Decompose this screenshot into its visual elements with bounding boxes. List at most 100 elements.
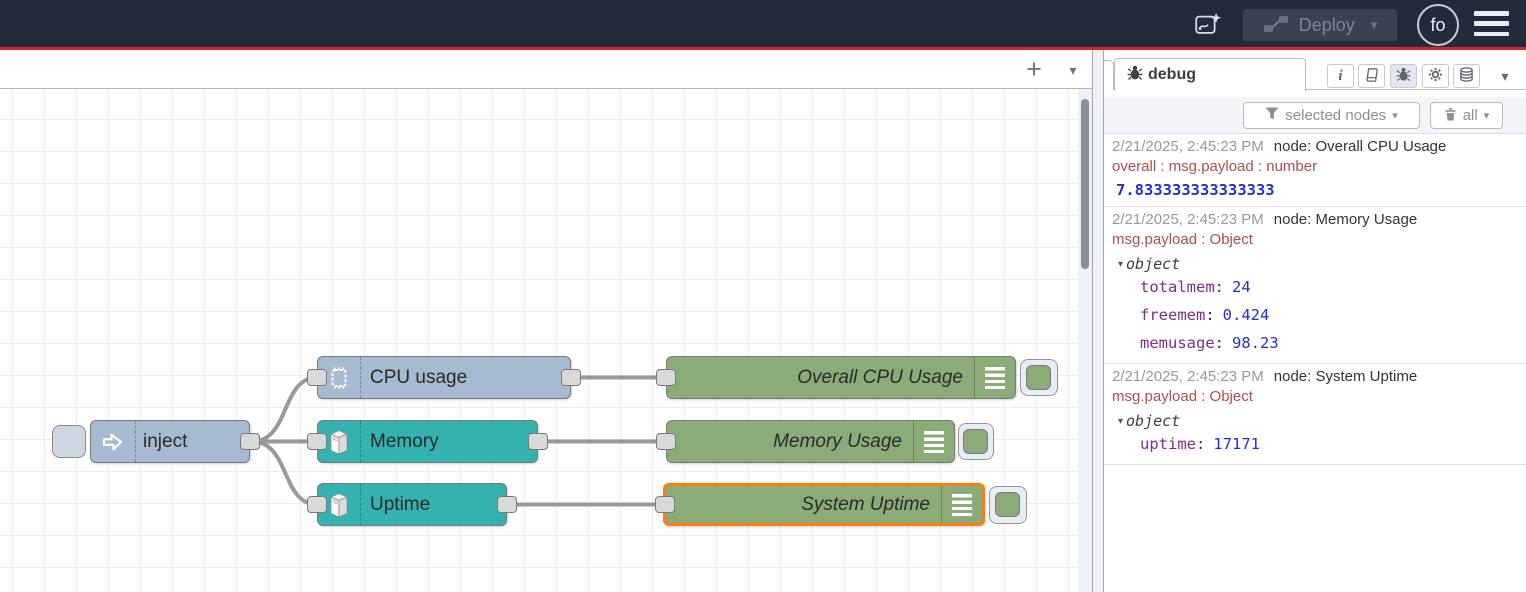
book-icon [1364, 67, 1379, 86]
property-key: memusage [1140, 334, 1215, 352]
node-cpu-usage[interactable]: CPU usage [307, 356, 581, 399]
node-debug-memory-usage[interactable]: Memory Usage [656, 420, 955, 463]
funnel-icon [1265, 107, 1279, 125]
wires-layer [251, 375, 666, 507]
port-out[interactable] [240, 433, 260, 450]
caret-down-icon: ▾ [1118, 259, 1124, 270]
property-colon: : [1196, 435, 1206, 453]
port-out[interactable] [528, 433, 548, 450]
debug-timestamp: 2/21/2025, 2:45:23 PM [1112, 211, 1264, 228]
debug-filter-button[interactable]: selected nodes ▾ [1243, 102, 1420, 129]
deploy-icon [1263, 15, 1289, 36]
debug-output-icon [913, 421, 954, 462]
object-property: freemem:0.424 [1140, 301, 1518, 329]
debug-payload-path: msg.payload : Object [1112, 231, 1253, 248]
port-in[interactable] [307, 369, 327, 386]
flow-assistant-icon[interactable] [1188, 6, 1228, 42]
debug-timestamp: 2/21/2025, 2:45:23 PM [1112, 138, 1264, 155]
port-in[interactable] [656, 433, 676, 450]
node-debug-overall-cpu-usage[interactable]: Overall CPU Usage [656, 356, 1016, 399]
debug-clear-button[interactable]: all ▾ [1430, 102, 1503, 129]
trash-icon [1444, 107, 1457, 125]
sidebar-tab-bar: debug [1104, 58, 1526, 91]
wire[interactable] [251, 375, 318, 444]
main-menu-icon[interactable] [1474, 11, 1509, 36]
server-icon [318, 484, 361, 525]
port-out[interactable] [561, 369, 581, 386]
debug-message[interactable]: 2/21/2025, 2:45:23 PM node: Overall CPU U… [1104, 134, 1526, 207]
property-value: 17171 [1213, 435, 1261, 453]
property-value: 98.23 [1232, 334, 1279, 352]
avatar-initials: fo [1430, 14, 1446, 35]
sidebar-tab-fragment[interactable] [1104, 60, 1114, 90]
node-label: Memory Usage [773, 430, 902, 452]
info-tab-button[interactable]: i [1327, 64, 1354, 88]
caret-down-icon: ▾ [1118, 416, 1124, 427]
node-label: Overall CPU Usage [797, 366, 963, 388]
debug-payload-value: 7.833333333333333 [1116, 181, 1275, 199]
inject-trigger-button[interactable] [52, 425, 86, 458]
deploy-button[interactable]: Deploy ▾ [1243, 9, 1397, 41]
sidebar-menu-caret-icon[interactable]: ▾ [1494, 64, 1516, 88]
node-debug-system-uptime-selected[interactable]: System Uptime [655, 483, 985, 526]
debug-message[interactable]: 2/21/2025, 2:45:23 PM node: System Uptime… [1104, 364, 1526, 465]
property-colon: : [1214, 278, 1224, 296]
property-colon: : [1214, 334, 1224, 352]
property-value: 0.424 [1222, 306, 1270, 324]
port-out[interactable] [497, 496, 517, 513]
node-label: System Uptime [801, 493, 930, 515]
sidebar-resize-handle[interactable] [1092, 50, 1104, 592]
property-key: uptime [1140, 435, 1196, 453]
debug-toolbar: selected nodes ▾ all ▾ [1104, 97, 1526, 134]
flow-list-caret-icon[interactable]: ▾ [1056, 50, 1090, 88]
canvas-vertical-scrollbar-thumb[interactable] [1081, 99, 1089, 269]
debug-payload-path: overall : msg.payload : number [1112, 158, 1318, 175]
debug-source-node: node: System Uptime [1273, 368, 1418, 385]
deploy-label: Deploy [1298, 14, 1355, 35]
node-label: CPU usage [370, 366, 468, 388]
help-tab-button[interactable] [1358, 64, 1385, 88]
port-in[interactable] [307, 433, 327, 450]
debug-message-list: 2/21/2025, 2:45:23 PM node: Overall CPU U… [1104, 134, 1526, 592]
node-inject[interactable]: inject [90, 420, 260, 463]
caret-down-icon: ▾ [1392, 110, 1398, 122]
node-uptime[interactable]: Uptime [307, 483, 517, 526]
gear-icon [1428, 67, 1443, 85]
node-memory[interactable]: Memory [307, 420, 548, 463]
caret-down-icon: ▾ [1483, 110, 1490, 122]
port-in[interactable] [656, 369, 676, 386]
debug-message-meta: 2/21/2025, 2:45:23 PM node: System Uptime [1112, 368, 1518, 385]
object-type-label: object [1126, 412, 1181, 430]
user-avatar[interactable]: fo [1417, 4, 1459, 46]
cpu-chip-icon [318, 357, 361, 398]
debug-clear-label: all [1462, 107, 1478, 124]
deploy-caret-icon[interactable]: ▾ [1370, 17, 1378, 32]
debug-tab-button[interactable] [1390, 64, 1417, 88]
flow-canvas[interactable]: inject CPU usage [0, 89, 1092, 592]
debug-filter-label: selected nodes [1285, 107, 1387, 124]
debug-output-icon [941, 486, 982, 523]
debug-timestamp: 2/21/2025, 2:45:23 PM [1112, 368, 1264, 385]
node-label: Uptime [370, 493, 431, 515]
debug-enable-toggle[interactable] [995, 492, 1020, 517]
tab-debug[interactable]: debug [1114, 58, 1306, 91]
debug-source-node: node: Memory Usage [1273, 211, 1418, 228]
debug-message-meta: 2/21/2025, 2:45:23 PM node: Memory Usage [1112, 211, 1518, 228]
header-bar: Deploy ▾ fo [0, 0, 1526, 47]
debug-enable-toggle[interactable] [1026, 365, 1051, 390]
info-icon: i [1338, 67, 1343, 84]
object-expander[interactable]: ▾object [1118, 255, 1518, 273]
debug-source-node: node: Overall CPU Usage [1273, 138, 1447, 155]
object-expander[interactable]: ▾object [1118, 412, 1518, 430]
port-in[interactable] [655, 496, 675, 513]
wire[interactable] [251, 439, 318, 507]
debug-enable-toggle[interactable] [963, 429, 988, 454]
port-in[interactable] [307, 496, 327, 513]
config-tab-button[interactable] [1422, 64, 1449, 88]
object-property: memusage:98.23 [1140, 329, 1518, 357]
property-key: freemem [1140, 306, 1206, 324]
context-data-tab-button[interactable] [1453, 64, 1480, 88]
add-flow-button[interactable]: + [1012, 50, 1056, 88]
